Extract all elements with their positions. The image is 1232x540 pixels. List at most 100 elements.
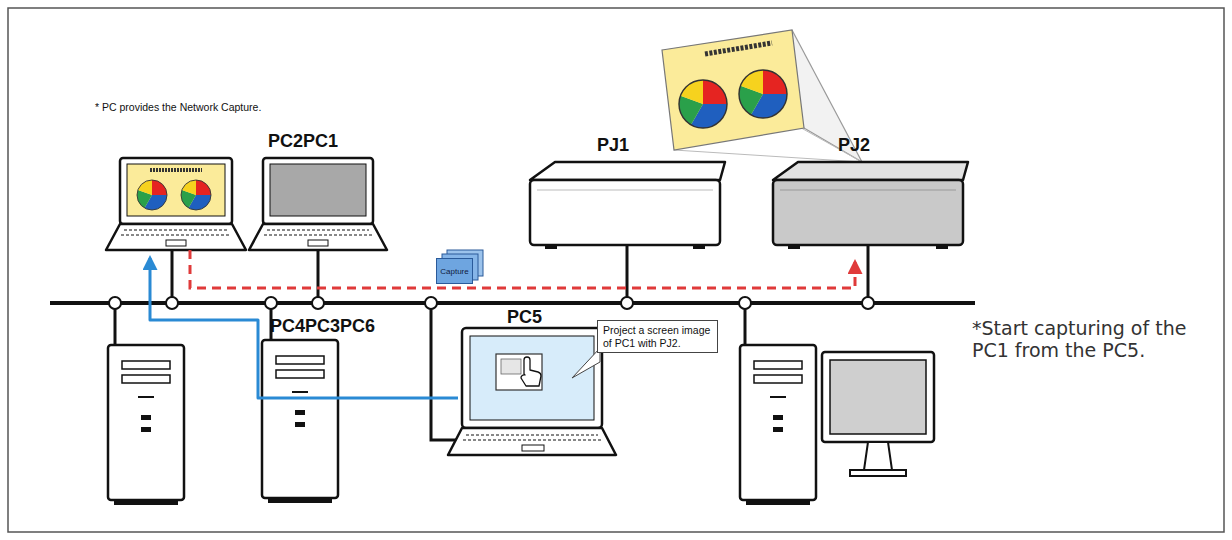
- projected-screen: [674, 150, 862, 162]
- desktop-tower: [276, 370, 324, 378]
- projector: [537, 190, 713, 191]
- callout-pointer: [572, 348, 600, 378]
- device-name: PJ1: [597, 135, 629, 156]
- monitor: [822, 352, 934, 442]
- laptop-pc: [308, 240, 328, 246]
- laptop-pc: [181, 180, 211, 210]
- desktop-tower: [292, 391, 308, 393]
- projected-screen: [739, 70, 787, 118]
- bus-junction: [862, 297, 874, 309]
- desktop-tower: [754, 375, 802, 383]
- projector: [936, 245, 948, 249]
- device-name: PC4PC3PC6: [270, 316, 375, 337]
- footnote-text: * PC provides the Network Capture.: [95, 101, 261, 113]
- desktop-tower: [262, 340, 338, 498]
- desktop-tower: [295, 422, 305, 427]
- monitor: [850, 470, 906, 476]
- laptop-pc: [137, 180, 167, 210]
- projected-screen: [662, 30, 862, 162]
- desktop-tower: [740, 345, 816, 500]
- bus-junction: [166, 297, 178, 309]
- frame-border: [8, 8, 1224, 532]
- desktop-tower: [114, 500, 178, 505]
- callout-box: Project a screen image of PC1 with PJ2.: [597, 320, 718, 353]
- laptop-pc: [496, 354, 542, 390]
- network-drop: [317, 248, 320, 303]
- laptop-pc: [120, 158, 232, 224]
- laptop-pc: [463, 440, 601, 441]
- laptop-pc: [124, 230, 228, 231]
- projected-screen: [705, 43, 772, 54]
- laptop-pc: [501, 359, 521, 374]
- laptop-pc: [522, 445, 544, 451]
- laptop-pc: [521, 357, 541, 386]
- side-note: *Start capturing of the PC1 from the PC5…: [972, 318, 1220, 362]
- laptop-pc: [106, 158, 246, 250]
- desktop-tower: [138, 396, 154, 398]
- laptop-pc: [448, 428, 616, 455]
- laptop-pc: [263, 158, 373, 224]
- desktop-tower: [122, 361, 170, 369]
- network-bus: [50, 301, 975, 305]
- bus-junction: [312, 297, 324, 309]
- control-flow-line: [150, 258, 458, 398]
- node-text: Capture: [440, 267, 468, 276]
- projected-screen: [739, 70, 787, 118]
- desktop-tower: [295, 410, 305, 415]
- network-drop: [431, 303, 458, 440]
- laptop-pc: [121, 235, 231, 236]
- projector: [530, 162, 725, 180]
- laptop-pc: [267, 230, 369, 231]
- laptop-pc: [270, 164, 366, 216]
- desktop-tower: [122, 375, 170, 383]
- network-drop: [171, 248, 174, 303]
- desktop-tower: [773, 415, 783, 420]
- node-text: Project a screen image of PC1 with PJ2.: [603, 324, 712, 349]
- device-name: PJ2: [838, 135, 870, 156]
- projector: [773, 162, 968, 180]
- bus-junction: [425, 297, 437, 309]
- desktop-tower: [262, 340, 338, 503]
- desktop-tower: [773, 427, 783, 432]
- desktop-tower: [276, 356, 324, 364]
- bus-junction: [109, 297, 121, 309]
- network-drop: [626, 245, 629, 303]
- laptop-pc: [181, 180, 211, 210]
- desktop-tower: [141, 415, 151, 420]
- laptop-pc: [127, 164, 225, 216]
- projected-screen: [662, 30, 804, 150]
- projector: [530, 162, 725, 249]
- desktop-tower: [268, 498, 332, 503]
- projected-screen: [679, 80, 727, 128]
- monitor: [830, 360, 926, 434]
- laptop-pc: [166, 240, 186, 246]
- projected-screen: [679, 80, 727, 128]
- laptop-pc: [264, 235, 372, 236]
- bus-junction: [621, 297, 633, 309]
- desktop-tower: [746, 500, 810, 505]
- laptop-pc: [462, 328, 602, 428]
- desktop-tower: [770, 396, 786, 398]
- laptop-pc: [448, 328, 616, 455]
- bus-junction: [109, 297, 874, 309]
- projector: [693, 245, 705, 249]
- laptop-pc: [150, 168, 202, 172]
- laptop-pc: [249, 224, 387, 250]
- projector: [773, 180, 963, 245]
- bus-junction: [265, 297, 277, 309]
- projector: [530, 180, 720, 245]
- desktop-tower: [108, 345, 184, 500]
- bus-junction: [739, 297, 751, 309]
- network-drop: [867, 245, 870, 303]
- monitor: [822, 352, 934, 476]
- projected-screen: [662, 30, 862, 162]
- laptop-pc: [470, 336, 594, 420]
- projector: [788, 245, 800, 249]
- desktop-tower: [108, 345, 184, 505]
- monitor: [864, 442, 892, 470]
- desktop-tower: [141, 427, 151, 432]
- capture-flow-line: [190, 250, 855, 288]
- laptop-pc: [466, 435, 598, 436]
